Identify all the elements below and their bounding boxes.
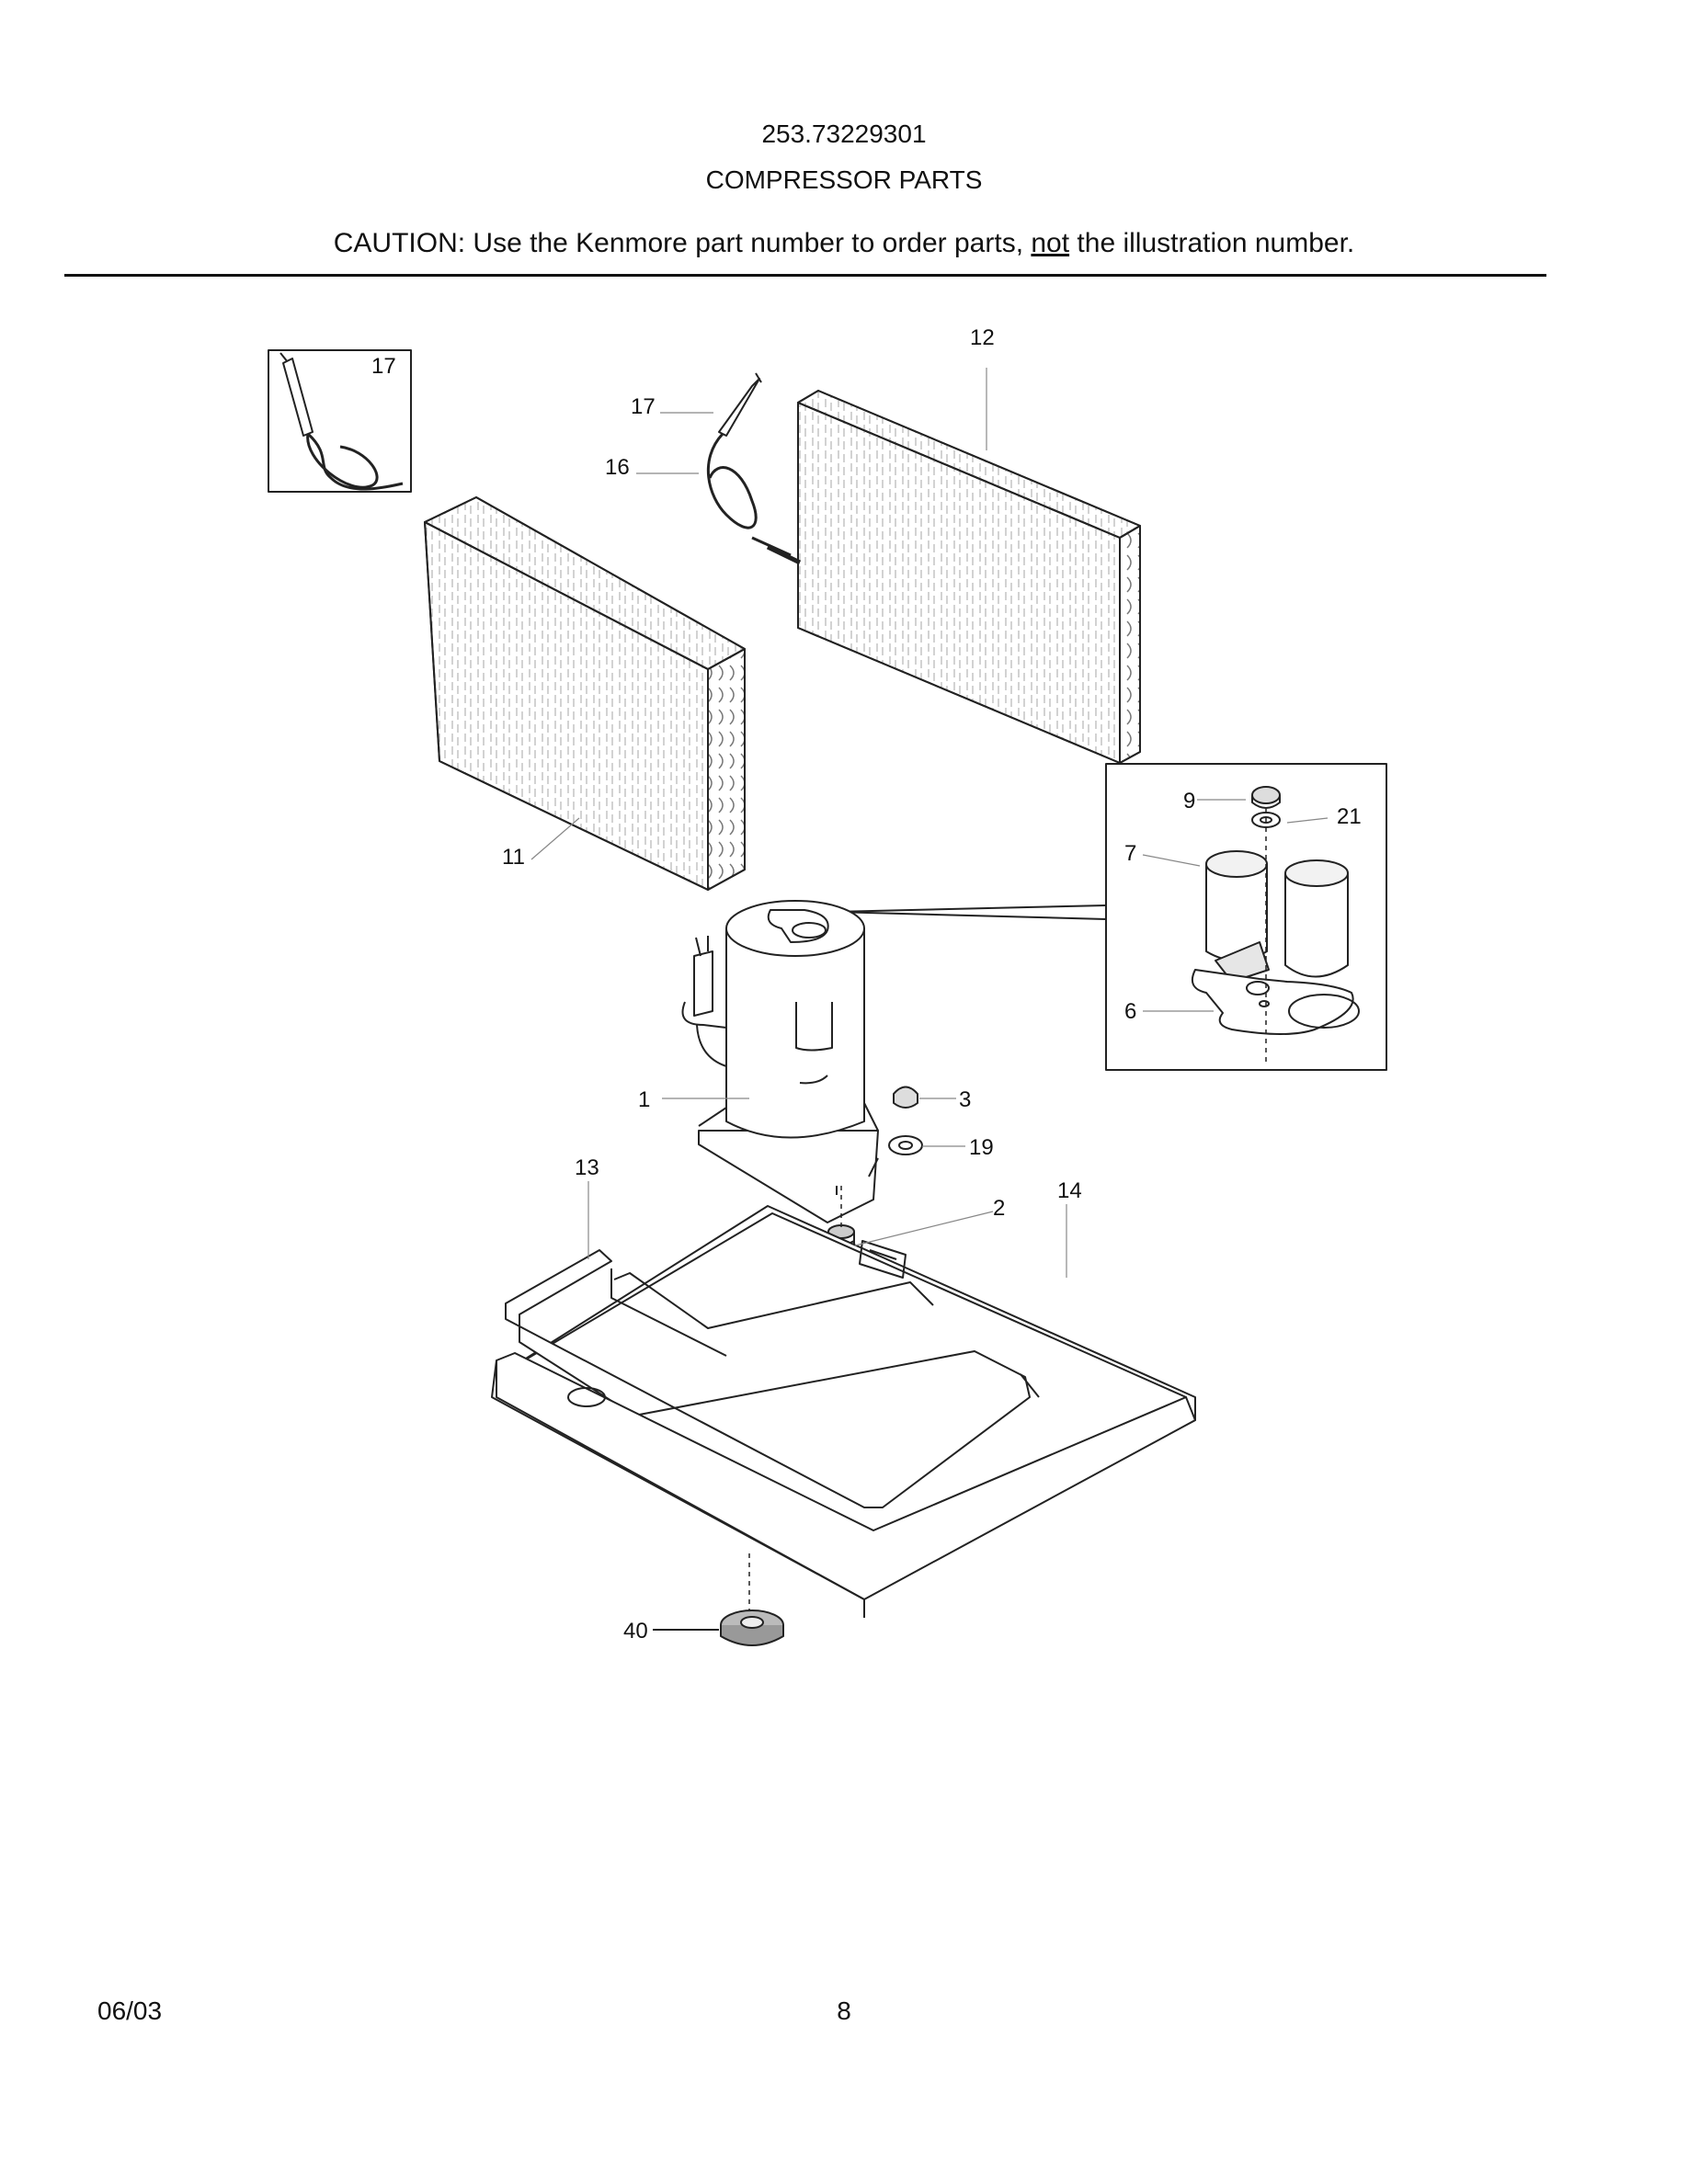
model-number: 253.73229301 [761,119,927,148]
callout-17: 17 [631,394,656,419]
mounting-washer [888,1135,923,1155]
callout-9: 9 [1183,789,1195,813]
leader-lines [530,368,1329,1631]
callout-40: 40 [623,1619,648,1644]
callout-14: 14 [1057,1178,1082,1203]
thermistor-sensor [706,372,802,565]
page-number: 8 [837,1996,851,2025]
caution-note: CAUTION: Use the Kenmore part number to … [0,228,1688,259]
overload-relay-assembly [1192,786,1360,1066]
callout-3: 3 [959,1087,971,1112]
caution-emphasis: not [1031,228,1070,258]
evaporator-coil [424,496,746,891]
callout-12: 12 [970,325,995,350]
callout-labels: 17 17 12 16 11 9 21 7 6 1 3 19 13 14 2 4… [371,325,1362,1644]
drain-frame [505,1249,1040,1508]
condenser-coil [797,390,1141,764]
callout-1: 1 [638,1087,650,1112]
callout-6: 6 [1124,999,1136,1024]
header-divider [64,274,1546,277]
page-title: COMPRESSOR PARTS [705,165,983,194]
callout-16: 16 [605,455,630,480]
condensate-tray [491,1352,1196,1618]
callout-2: 2 [993,1196,1005,1221]
terminal-cover-inset-box [1105,763,1387,1071]
callout-17-inset: 17 [371,354,396,379]
callout-7: 7 [1124,841,1136,866]
inset-leader-bottom [833,911,1107,920]
mounting-nut [893,1086,918,1109]
revision-date: 06/03 [97,1996,163,2025]
caution-text-start: CAUTION: Use the Kenmore part number to … [333,228,1032,258]
callout-11: 11 [502,845,525,870]
inset-leader-top [833,904,1107,913]
drain-plug [720,1610,784,1646]
callout-13: 13 [575,1155,599,1180]
caution-text-end: the illustration number. [1069,228,1355,258]
callout-21: 21 [1337,804,1362,829]
sensor-inset-box [268,349,412,493]
callout-19: 19 [969,1135,994,1160]
thermistor-sensor-inset [279,352,404,491]
compressor [681,900,879,1223]
